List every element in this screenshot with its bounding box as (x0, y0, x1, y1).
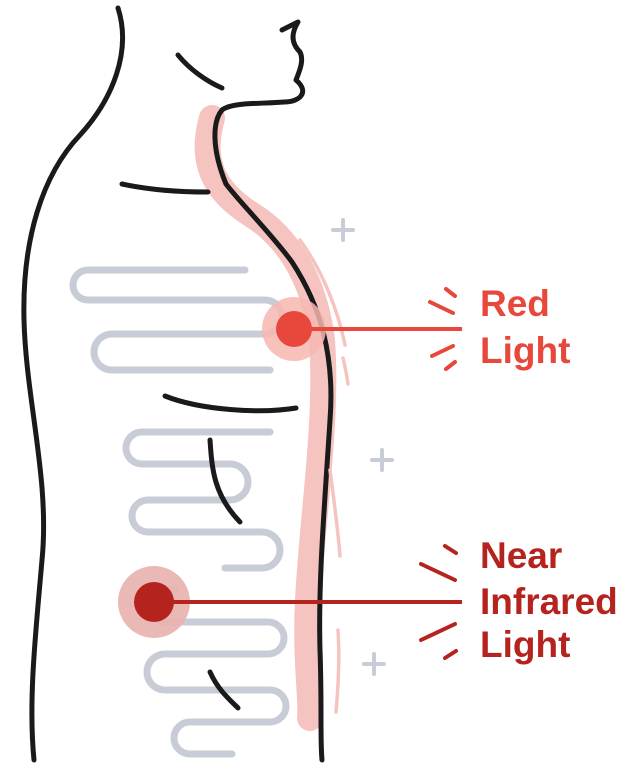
collarbone-line (122, 184, 208, 192)
navel-line (210, 440, 240, 522)
chest-line (165, 396, 296, 411)
red-light-label-line2: Light (480, 330, 570, 371)
chin-line (178, 55, 222, 88)
front-torso-outline (24, 8, 123, 760)
plus-icon (333, 220, 353, 240)
intestines-illustration (73, 270, 286, 754)
plus-icon (372, 450, 392, 470)
plus-marks (333, 220, 392, 674)
red-light-label-line1: Red (480, 283, 550, 324)
nir-light-marker: Near Infrared Light (118, 535, 618, 665)
nir-light-label-line3: Light (480, 624, 570, 665)
nir-light-label-line2: Infrared (480, 581, 618, 622)
skin-highlight-band (208, 118, 324, 718)
plus-icon (364, 654, 384, 674)
nir-light-label-line1: Near (480, 535, 562, 576)
